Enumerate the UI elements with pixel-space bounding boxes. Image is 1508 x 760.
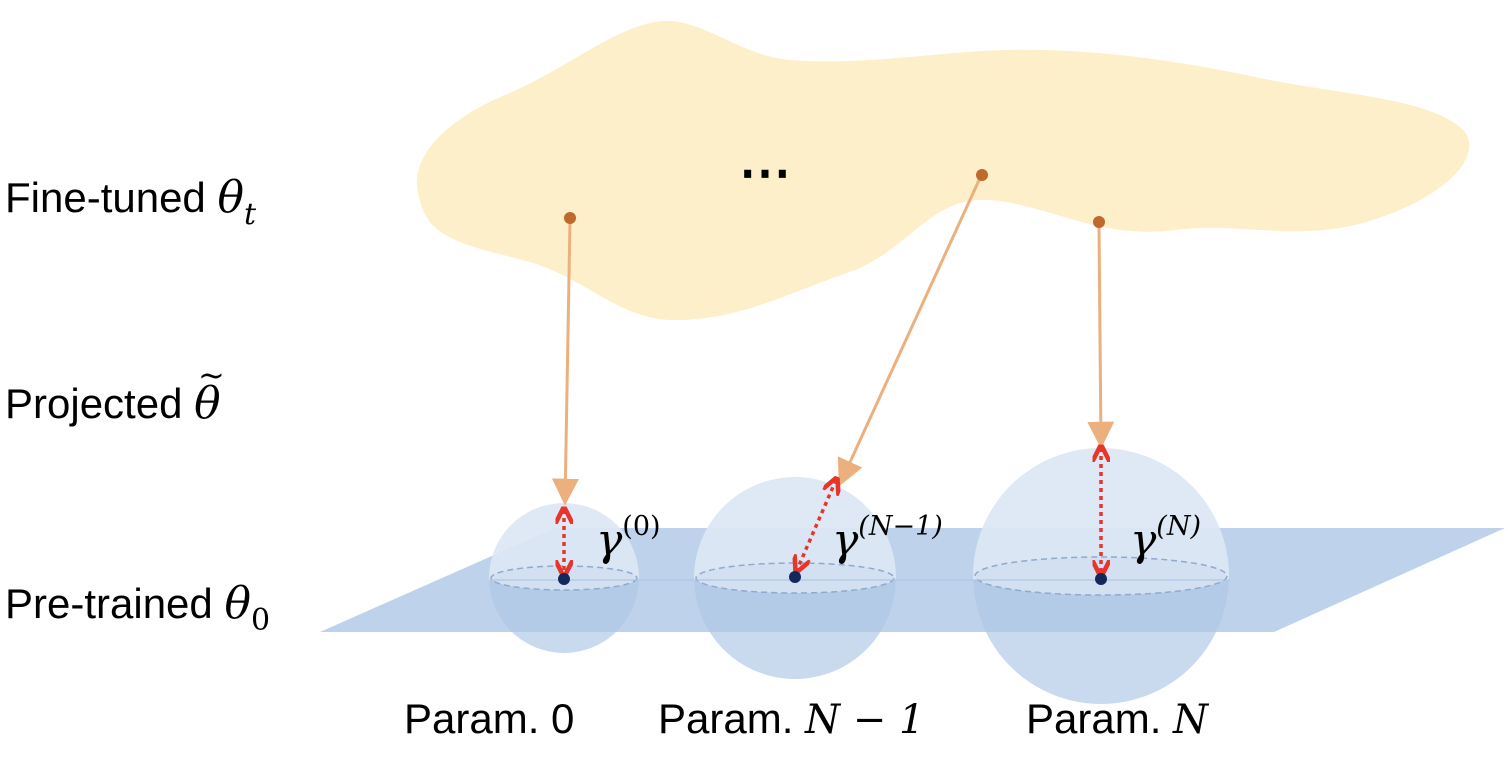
projected-accent: ~ — [198, 356, 225, 394]
gamma-label-0: γ(0) — [596, 511, 661, 566]
pretrained-point-0 — [558, 573, 570, 585]
param-label-0: Param. 0 — [404, 695, 574, 742]
pretrained-point-2 — [1095, 573, 1107, 585]
pretrained-label: Pre-trained θ0 — [5, 578, 270, 638]
radius-arrows — [564, 448, 1101, 574]
projected-label: Projected θ ~ — [5, 356, 225, 429]
sphere-lower-tint-0 — [489, 580, 639, 653]
param-label-1: Param. N − 1 — [658, 695, 924, 743]
sphere-lower-tint-2 — [973, 580, 1229, 704]
param-label-2: Param. N — [1026, 695, 1210, 743]
pretrained-point-1 — [789, 571, 801, 583]
sphere-equators — [490, 556, 1230, 596]
projection-arrow-1 — [837, 177, 982, 487]
ellipsis-text: ⋯ — [739, 144, 791, 202]
projection-arrows — [551, 177, 1115, 506]
sphere-lower-tint-1 — [694, 580, 896, 679]
radius-arrow-1 — [797, 480, 836, 570]
svg-text:Projected θ: Projected θ — [5, 378, 221, 429]
finetuned-points — [564, 169, 1105, 228]
sphere-lower-tint — [489, 580, 1229, 704]
projection-arrow-2 — [1087, 224, 1115, 449]
gamma-label-2: γ(N) — [1130, 511, 1201, 566]
pretrained-points — [558, 571, 1107, 585]
finetuned-point-0 — [564, 212, 576, 224]
projection-arrow-0 — [551, 219, 579, 506]
finetuned-label: Fine-tuned θt — [5, 172, 257, 232]
finetuned-point-1 — [976, 169, 988, 181]
finetuned-region — [416, 20, 1470, 321]
finetuned-point-2 — [1093, 216, 1105, 228]
gamma-label-1: γ(N−1) — [832, 511, 943, 566]
